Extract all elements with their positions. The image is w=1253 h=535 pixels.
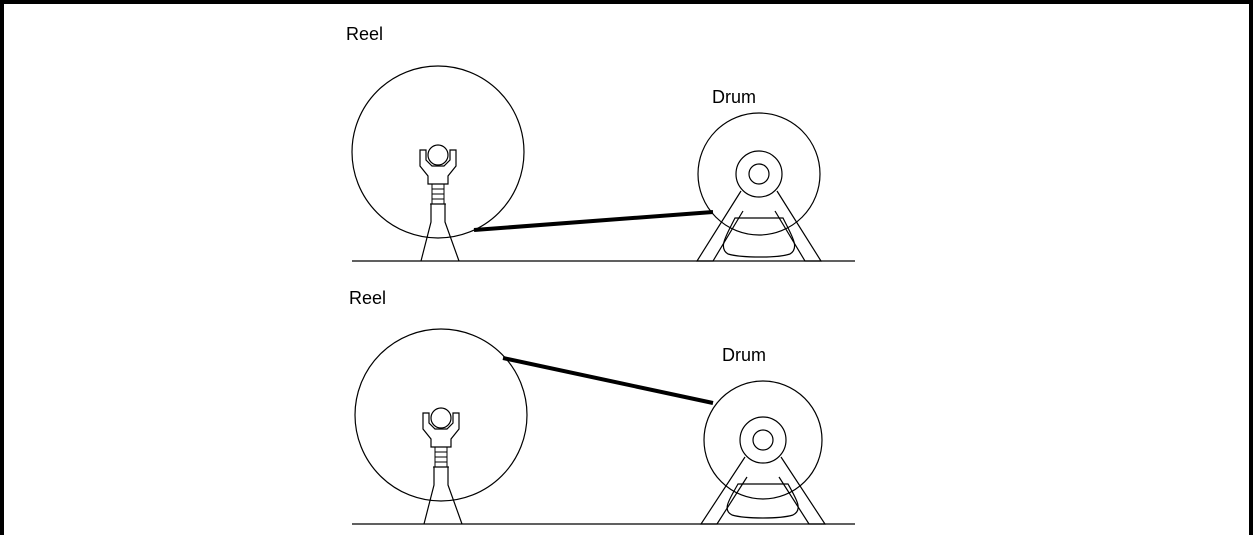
drum [699, 380, 827, 525]
reel-label: Reel [346, 24, 383, 44]
reel-disc [354, 328, 528, 502]
cable [473, 210, 714, 232]
reel-disc [351, 65, 525, 239]
reel-label: Reel [349, 288, 386, 308]
top-panel: Reel Drum [346, 24, 855, 262]
cable [502, 356, 714, 405]
drum [695, 112, 823, 262]
drum-label: Drum [712, 87, 756, 107]
reel-jack-stand [422, 407, 463, 525]
bottom-panel: Reel Drum [349, 288, 855, 525]
drum-label: Drum [722, 345, 766, 365]
reel-jack-stand [419, 144, 460, 262]
